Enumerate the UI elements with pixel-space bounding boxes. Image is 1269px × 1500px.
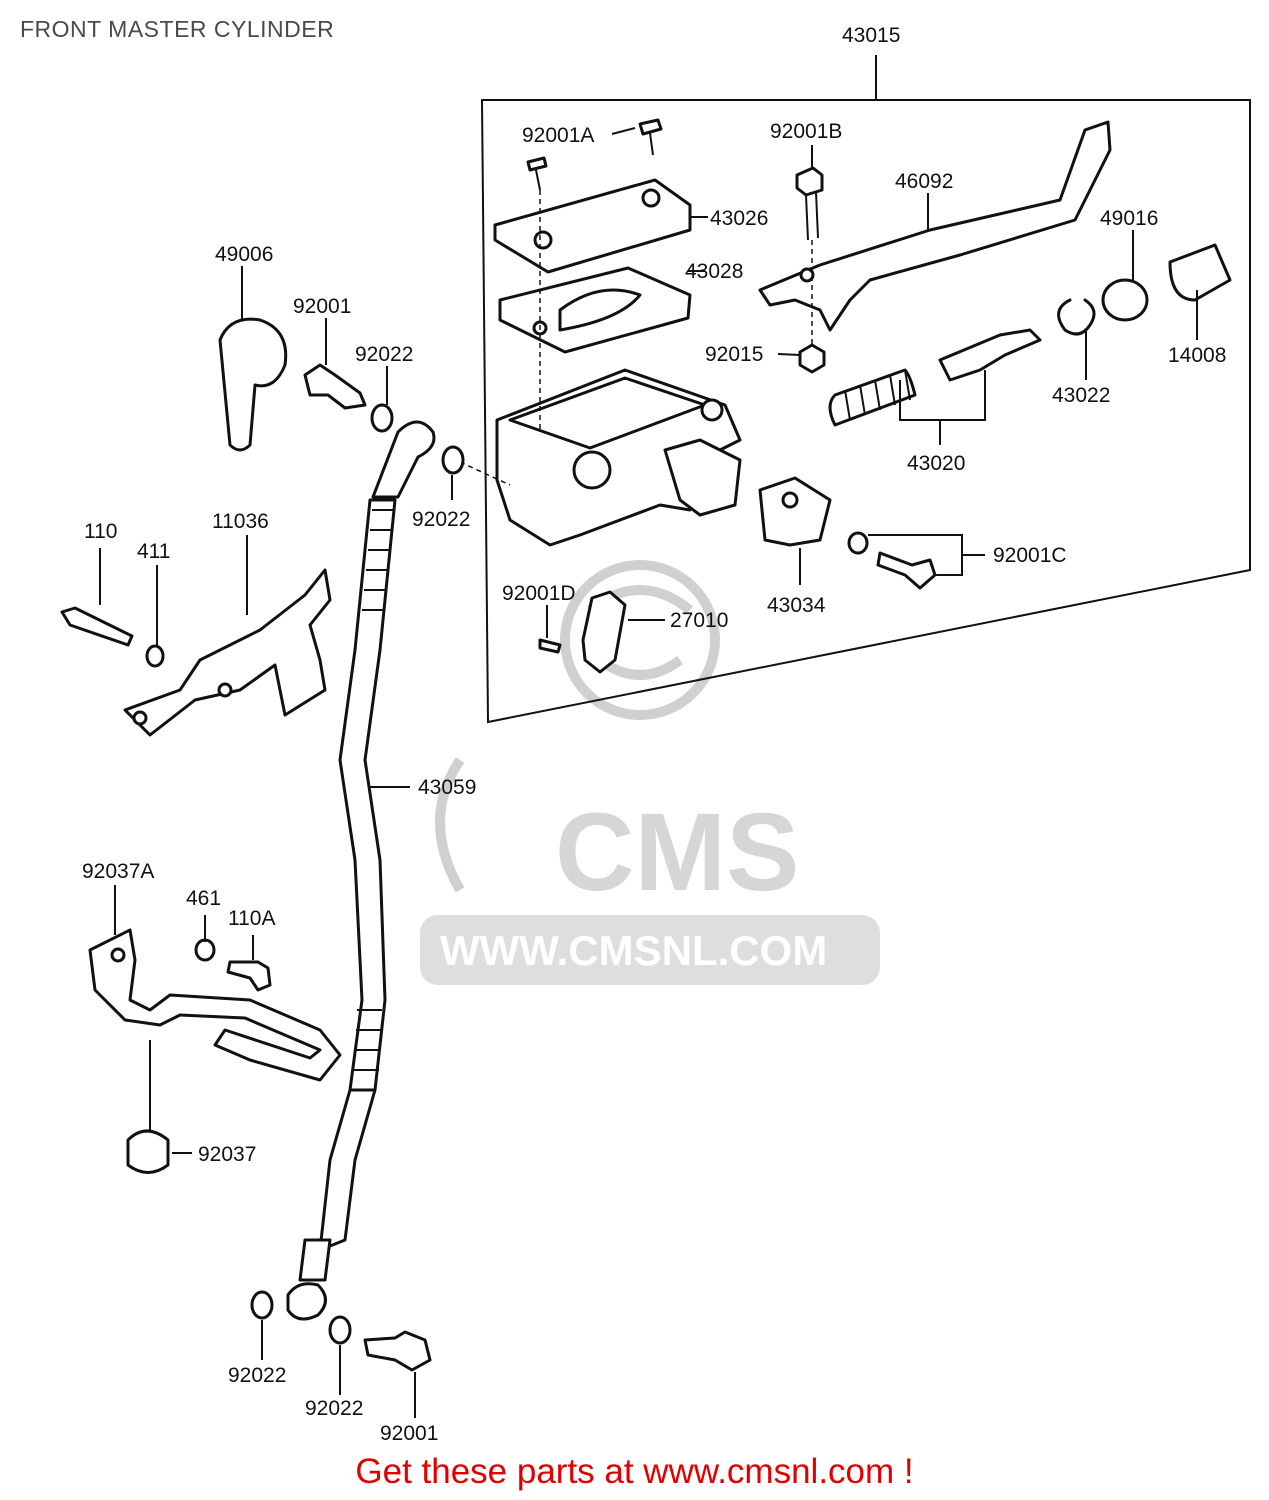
watermark-url: WWW.CMSNL.COM (440, 927, 827, 974)
washer-bm (328, 1315, 352, 1345)
part-label-110: 110 (84, 520, 117, 543)
banjo-bolt-bottom (363, 1330, 432, 1372)
bolt-110 (60, 606, 134, 647)
reservoir-cap (493, 178, 692, 274)
part-label-43022: 43022 (1052, 384, 1110, 407)
bracket-92037a (88, 928, 342, 1082)
part-label-92001b: 92001B (770, 120, 842, 143)
part-label-92001c: 92001C (993, 544, 1067, 567)
part-label-11036: 11036 (212, 510, 269, 533)
pivot-bolt (795, 166, 824, 355)
master-cylinder-body (495, 368, 742, 547)
brake-lever (758, 120, 1112, 332)
dust-boot (1101, 278, 1149, 322)
part-label-14008: 14008 (1168, 344, 1226, 367)
part-label-27010: 27010 (670, 609, 728, 632)
part-label-92022-bottom-mid: 92022 (305, 1397, 363, 1420)
watermark: CMS WWW.CMSNL.COM (420, 560, 880, 985)
clamp (758, 476, 832, 547)
circlip (1057, 298, 1096, 336)
part-label-43015: 43015 (842, 24, 900, 47)
part-label-43020: 43020 (907, 452, 965, 475)
part-label-49006: 49006 (215, 243, 273, 266)
grommet-92037 (126, 1129, 170, 1174)
brake-hose (286, 420, 436, 1321)
cover-49006 (218, 317, 288, 452)
pushrod-cap (1168, 243, 1232, 302)
washer-461 (194, 938, 216, 962)
part-label-92015: 92015 (705, 343, 763, 366)
part-label-92001-bottom: 92001 (380, 1422, 438, 1445)
part-label-49016: 49016 (1100, 207, 1158, 230)
diaphragm (498, 266, 692, 354)
switch-screw (538, 638, 562, 654)
part-label-43026: 43026 (710, 207, 768, 230)
screw-92001a (526, 118, 663, 191)
washer-411 (145, 644, 165, 668)
washer-92022-top (370, 403, 394, 433)
washer-bl (250, 1290, 274, 1320)
part-label-46092: 46092 (895, 170, 953, 193)
part-label-92001: 92001 (293, 295, 351, 318)
page-title: FRONT MASTER CYLINDER (20, 16, 335, 42)
clamp-bolt (847, 531, 937, 590)
part-label-43034: 43034 (767, 594, 826, 617)
bracket-11036 (123, 568, 332, 737)
part-label-43028: 43028 (685, 260, 743, 283)
part-label-92037a: 92037A (82, 860, 154, 883)
lever-nut (798, 343, 826, 374)
part-label-110a: 110A (228, 907, 276, 930)
leader-lines (99, 127, 1198, 1418)
brake-switch (581, 590, 627, 674)
part-label-92001d: 92001D (502, 582, 576, 605)
washer-92022-mid (441, 445, 465, 475)
part-label-92037: 92037 (198, 1143, 256, 1166)
part-label-92022-mid: 92022 (412, 508, 470, 531)
banjo-bolt-top (303, 363, 367, 410)
part-label-43059: 43059 (418, 776, 476, 799)
watermark-brand: CMS (555, 791, 799, 914)
piston-assembly (828, 328, 1042, 427)
bolt-110a (226, 960, 272, 992)
part-label-92022-top: 92022 (355, 343, 413, 366)
part-label-461: 461 (186, 887, 221, 910)
part-label-411: 411 (137, 540, 170, 563)
footer-link[interactable]: Get these parts at www.cmsnl.com ! (355, 1452, 914, 1491)
part-label-92022-bottom-left: 92022 (228, 1364, 286, 1387)
assembly-outline (480, 99, 1251, 724)
part-label-92001a: 92001A (522, 124, 594, 147)
